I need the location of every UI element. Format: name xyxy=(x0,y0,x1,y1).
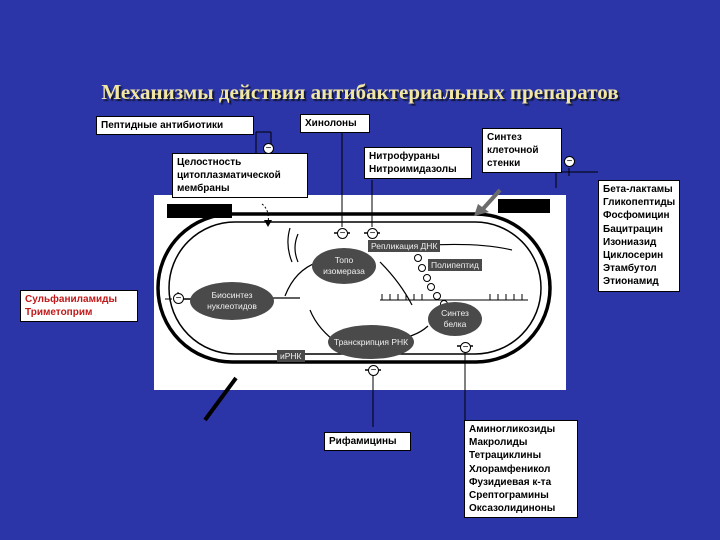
slide-title: Механизмы действия антибактериальных пре… xyxy=(101,80,619,104)
peptide-antibiotics-label: Пептидные антибиотики xyxy=(96,116,254,135)
wall-block-left xyxy=(167,204,232,218)
nitrofurans-label: Нитрофураны Нитроимидазолы xyxy=(364,147,472,179)
inhibit-icon-cell-wall: − xyxy=(564,156,575,167)
rna-transcription-node: Транскрипция РНК xyxy=(328,325,414,359)
wall-flagellum xyxy=(203,376,238,422)
membrane-arrow xyxy=(261,203,269,225)
inhibit-icon-sulfonamides: − xyxy=(173,293,184,304)
nucleotide-biosynthesis-node: Биосинтез нуклеотидов xyxy=(190,282,274,320)
inhibit-icon-nitrofurans: − xyxy=(367,228,378,239)
polypeptide-label: Полипептид xyxy=(428,259,482,271)
membrane-integrity-label: Целостность цитоплазматической мембраны xyxy=(172,153,308,198)
inhibit-icon-rifamycins: − xyxy=(368,365,379,376)
inhibit-icon-protein: − xyxy=(460,342,471,353)
rifamycins-label: Рифамицины xyxy=(324,432,411,451)
wall-block-right xyxy=(498,199,550,213)
mrna-label: иРНК xyxy=(277,350,305,362)
inhibit-icon-quinolones: − xyxy=(337,228,348,239)
quinolones-label: Хинолоны xyxy=(300,114,370,133)
protein-synthesis-node: Синтез белка xyxy=(428,302,482,336)
sulfonamides-label: Сульфаниламиды Триметоприм xyxy=(20,290,138,322)
cell-wall-arrowhead xyxy=(474,204,489,216)
cell-wall-arrow xyxy=(480,188,502,212)
dna-replication-label: Репликация ДНК xyxy=(368,240,441,252)
cell-wall-drugs-list: Бета-лактамы Гликопептиды Фосфомицин Бац… xyxy=(598,180,680,292)
protein-synthesis-drugs-list: Аминогликозиды Макролиды Тетрациклины Хл… xyxy=(464,420,578,519)
membrane-arrowhead xyxy=(264,220,272,227)
cell-wall-synthesis-label: Синтез клеточной стенки xyxy=(482,128,562,173)
topoisomerase-node: Топо изомераза xyxy=(312,248,376,284)
